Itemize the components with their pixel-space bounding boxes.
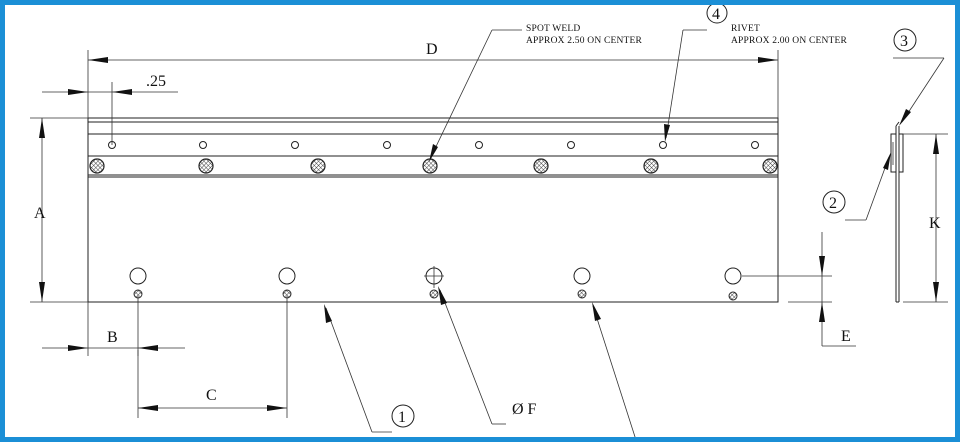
rivet-hole: [383, 141, 391, 149]
rivet-hole: [659, 141, 667, 149]
rivet-note-line1: RIVET: [731, 24, 760, 34]
mounting-hole: [278, 267, 296, 299]
rivet-hole: [291, 141, 299, 149]
spot-weld: [198, 158, 214, 174]
spot-weld: [310, 158, 326, 174]
dimension-e-label: E: [841, 328, 851, 345]
rivet-holes: [108, 141, 759, 149]
bottom-leader: [592, 302, 636, 437]
callout-3-bubble: [893, 28, 917, 52]
mounting-hole: [129, 267, 147, 299]
dimension-edge-offset-label: .25: [146, 73, 166, 90]
callout-4-label: 4: [712, 6, 720, 23]
callout-2-label: 2: [829, 195, 837, 212]
callout-3: 3: [893, 28, 945, 126]
rivet-note-line2: APPROX 2.00 ON CENTER: [731, 36, 848, 46]
callout-4-bubble: [706, 5, 728, 24]
callout-1: 1: [324, 304, 415, 433]
dimension-c: C: [137, 296, 288, 418]
spot-weld: [762, 158, 778, 174]
spot-weld-note-line1: SPOT WELD: [526, 24, 581, 34]
rivet-hole: [567, 141, 575, 149]
hole-diameter-callout: Ø F: [438, 286, 537, 425]
hole-center-mark: [424, 266, 444, 288]
rivet-hole: [751, 141, 759, 149]
callout-1-label: 1: [398, 409, 406, 426]
dimension-b-label: B: [107, 329, 118, 346]
rivet-callout: 4 RIVET APPROX 2.00 ON CENTER: [664, 5, 848, 142]
spot-welds: [89, 158, 778, 174]
spot-weld: [422, 158, 438, 174]
plate-outline: [87, 117, 779, 303]
dimension-b: B: [42, 296, 185, 356]
rivet-hole: [475, 141, 483, 149]
technical-drawing: D .25 A B C: [30, 5, 948, 437]
spot-weld-callout: SPOT WELD APPROX 2.50 ON CENTER: [429, 24, 643, 162]
mounting-hole: [724, 267, 742, 301]
dimension-edge-offset: .25: [42, 73, 178, 145]
dimension-c-label: C: [206, 387, 217, 404]
dimension-a-label: A: [34, 205, 46, 222]
hole-diameter-label: Ø F: [512, 401, 537, 418]
callout-1-bubble: [391, 404, 415, 428]
side-view: [890, 121, 904, 303]
dimension-d-label: D: [426, 41, 438, 58]
dimension-k: K: [903, 133, 948, 303]
spot-weld: [533, 158, 549, 174]
rivet-hole: [199, 141, 207, 149]
dimension-a: A: [30, 117, 88, 303]
spot-weld: [643, 158, 659, 174]
callout-2-bubble: [822, 190, 846, 214]
spot-weld: [89, 158, 105, 174]
callout-2: 2: [822, 152, 891, 221]
callout-3-label: 3: [900, 33, 908, 50]
spot-weld-note-line2: APPROX 2.50 ON CENTER: [526, 36, 643, 46]
plate: [87, 117, 779, 303]
dimension-k-label: K: [929, 215, 941, 232]
dimension-e: E: [742, 232, 856, 347]
dimension-d: D: [87, 41, 779, 118]
mounting-hole: [573, 267, 591, 299]
bottom-holes: [129, 267, 742, 301]
